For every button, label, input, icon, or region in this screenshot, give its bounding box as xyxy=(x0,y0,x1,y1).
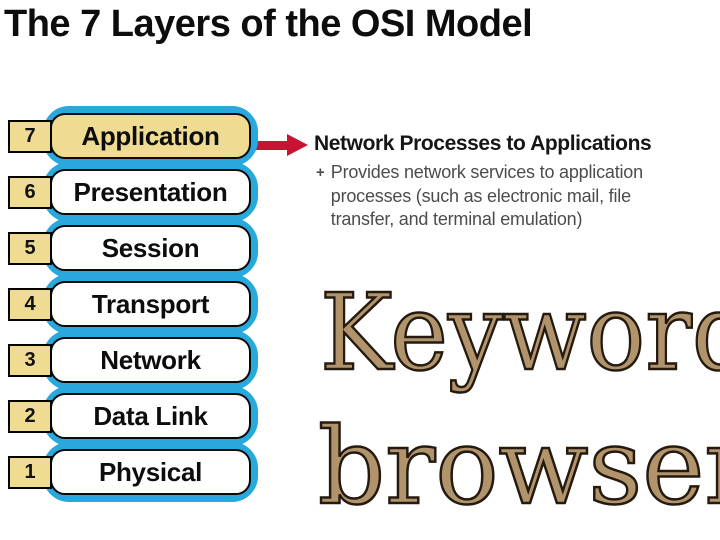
arrow-right-icon xyxy=(256,134,308,156)
layer-row: 5 Session xyxy=(8,218,258,278)
keyword-value: browsers xyxy=(317,405,720,528)
layer-row: 1 Physical xyxy=(8,442,258,502)
layer-label: Network xyxy=(50,337,251,383)
layer-label: Session xyxy=(50,225,251,271)
layer-row: 2 Data Link xyxy=(8,386,258,446)
layer-row: 7 Application xyxy=(8,106,258,166)
arrow-head xyxy=(287,134,308,156)
layer-number: 5 xyxy=(8,231,52,265)
layer-number: 1 xyxy=(8,455,52,489)
plus-bullet-icon: + xyxy=(316,164,325,181)
annotation-bullet-text: Provides network services to application… xyxy=(330,162,643,229)
layer-label: Application xyxy=(50,113,251,159)
layer-number: 6 xyxy=(8,175,52,209)
layer-pill: Application xyxy=(43,106,258,166)
layer-pill: Transport xyxy=(43,274,258,334)
layer-row: 4 Transport xyxy=(8,274,258,334)
page-title: The 7 Layers of the OSI Model xyxy=(4,3,533,45)
layer-pill: Session xyxy=(43,218,258,278)
layer-pill: Physical xyxy=(43,442,258,502)
keyword-title: Keyword: xyxy=(319,271,720,394)
layer-label: Transport xyxy=(50,281,251,327)
layer-stack: 7 Application 6 Presentation 5 Session 4… xyxy=(8,106,258,502)
layer-pill: Data Link xyxy=(43,386,258,446)
layer-label: Data Link xyxy=(50,393,251,439)
layer-number: 3 xyxy=(8,343,52,377)
layer-number: 4 xyxy=(8,287,52,321)
annotation-bullet: + Provides network services to applicati… xyxy=(316,161,716,232)
layer-label: Physical xyxy=(50,449,251,495)
layer-row: 6 Presentation xyxy=(8,162,258,222)
arrow-shaft xyxy=(256,140,287,150)
layer-number: 2 xyxy=(8,399,52,433)
layer-pill: Network xyxy=(43,330,258,390)
layer-pill: Presentation xyxy=(43,162,258,222)
layer-label: Presentation xyxy=(50,169,251,215)
annotation-heading: Network Processes to Applications xyxy=(314,132,652,155)
layer-row: 3 Network xyxy=(8,330,258,390)
layer-number: 7 xyxy=(8,119,52,153)
